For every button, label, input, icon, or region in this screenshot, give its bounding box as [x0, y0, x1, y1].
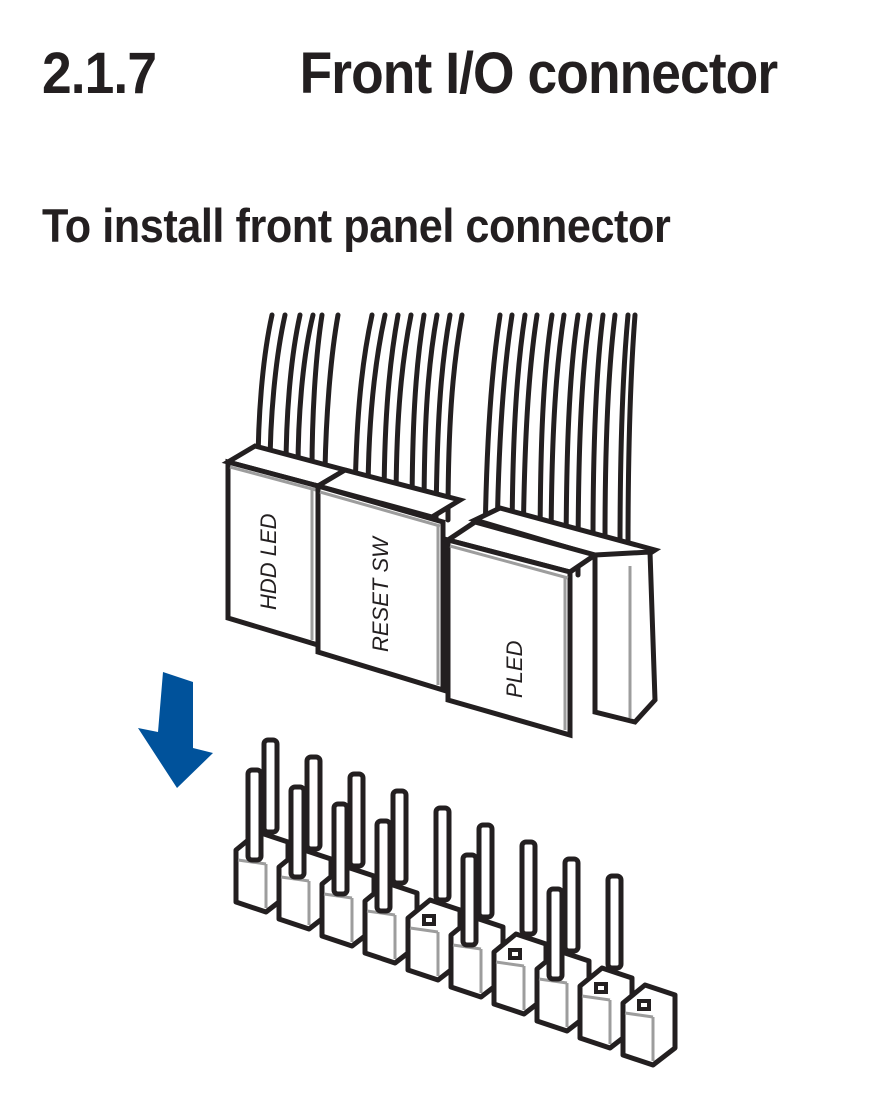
- pin-hole: [508, 948, 522, 960]
- pin-hole: [637, 999, 651, 1011]
- pin: [476, 822, 495, 920]
- arrow-down-icon: [138, 672, 213, 788]
- pin: [605, 873, 624, 971]
- pin: [546, 886, 565, 982]
- connector-label: PLED: [502, 640, 527, 698]
- subheading: To install front panel connector: [42, 199, 671, 252]
- pin-base: [620, 982, 678, 1068]
- pin: [519, 839, 538, 937]
- pin: [347, 771, 366, 869]
- section-title: Front I/O connector: [299, 41, 779, 106]
- pin-base-edge: [624, 1011, 654, 1019]
- pin-hole: [422, 914, 436, 926]
- pin-base-edge: [581, 994, 611, 1002]
- pin-base-edge: [495, 960, 525, 968]
- pin: [460, 852, 479, 948]
- connector-label: RESET SW: [368, 535, 393, 652]
- pin: [433, 805, 452, 903]
- pin: [374, 818, 393, 914]
- pin: [331, 801, 350, 897]
- pin: [562, 856, 581, 954]
- pin: [288, 784, 307, 880]
- pin: [245, 767, 264, 863]
- section-number: 2.1.7: [42, 41, 157, 106]
- pin: [390, 788, 409, 886]
- pin-header: [233, 737, 678, 1068]
- pin-base-edge: [409, 926, 439, 934]
- pin-hole: [594, 982, 608, 994]
- connector-pled: PLED: [441, 519, 601, 739]
- installation-figure: HDD LED RESET SW PLED: [0, 290, 886, 1090]
- connector-hdd-led: HDD LED: [221, 443, 352, 649]
- connector-pled-rear: [468, 505, 662, 725]
- pin: [304, 754, 323, 852]
- front-panel-connector-illustration: HDD LED RESET SW PLED: [138, 312, 678, 1068]
- connector-reset-sw: RESET SW: [311, 467, 467, 694]
- connector-label: HDD LED: [256, 513, 281, 610]
- pin: [261, 737, 280, 835]
